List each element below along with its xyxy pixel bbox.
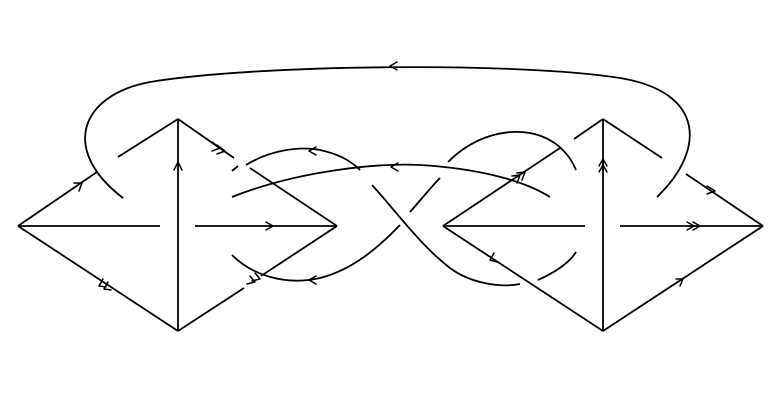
arrowheads bbox=[73, 61, 716, 291]
arrow-right-vertical-1 bbox=[598, 158, 608, 167]
left-edge-bottom-right bbox=[177, 225, 338, 332]
arrow-right-edge-top-left-1 bbox=[511, 174, 521, 184]
strand-dash-left bbox=[231, 165, 239, 172]
strand-crossing-over bbox=[371, 184, 521, 287]
knot-strands bbox=[84, 66, 691, 287]
arrow-right-edge-top-right bbox=[706, 185, 716, 195]
right-figure bbox=[442, 118, 764, 332]
arrow-left-edge-bottom-2 bbox=[103, 281, 112, 291]
arrow-left-edge-bottom-1 bbox=[98, 278, 107, 288]
arrow-left-edge-top-left bbox=[73, 182, 83, 192]
strand-upper-left-loop bbox=[245, 147, 361, 171]
strand-upper-right-loop bbox=[447, 131, 577, 171]
arrow-left-edge-bottom-right-2 bbox=[251, 272, 261, 282]
arrow-left-horizontal bbox=[265, 221, 274, 231]
arrow-left-vertical bbox=[173, 161, 183, 171]
left-edge-top-left bbox=[17, 118, 179, 227]
arrow-right-edge-top-left-2 bbox=[516, 171, 526, 181]
strand-lower-left-loop bbox=[231, 224, 401, 282]
left-edge-top-right bbox=[177, 118, 338, 227]
strand-long-arc bbox=[231, 163, 551, 198]
arrow-right-horizontal-1 bbox=[686, 221, 695, 231]
left-edge-bottom-left bbox=[17, 225, 179, 332]
arrow-long-arc bbox=[390, 162, 399, 172]
arrow-left-edge-top-right-2 bbox=[216, 144, 226, 155]
arrow-top-arc bbox=[389, 61, 398, 71]
strand-crossing-under bbox=[409, 177, 441, 213]
strand-lower-right-end bbox=[537, 251, 577, 281]
arrow-upper-left-loop bbox=[308, 146, 317, 156]
left-figure bbox=[17, 118, 338, 332]
arrow-right-edge-bottom-right bbox=[675, 278, 684, 287]
right-edge-top-left bbox=[442, 118, 604, 227]
strand-top-arc bbox=[84, 66, 691, 199]
arrow-right-vertical-2 bbox=[598, 164, 608, 173]
right-edge-bottom-left bbox=[442, 225, 604, 332]
arrow-right-edge-bottom-left bbox=[489, 252, 498, 263]
right-edge-top-right bbox=[602, 118, 764, 227]
arrow-lower-left-loop bbox=[308, 275, 317, 285]
arrow-right-horizontal-2 bbox=[692, 221, 701, 231]
arrow-left-edge-bottom-right-1 bbox=[246, 275, 256, 285]
